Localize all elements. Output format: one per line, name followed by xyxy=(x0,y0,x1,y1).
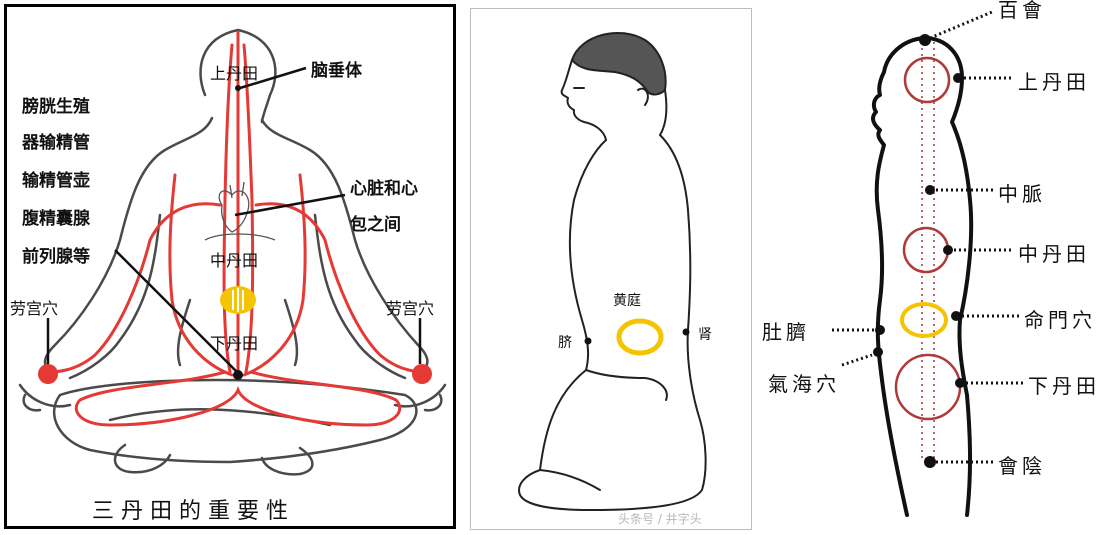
back-of-head xyxy=(659,89,668,136)
thigh-top xyxy=(585,369,668,401)
waist-left xyxy=(176,298,192,367)
profile-figure xyxy=(832,10,1024,517)
upper-dantian-label: 上丹田 xyxy=(1018,70,1090,94)
baihui-label: 百會 xyxy=(998,0,1046,22)
panel-frame xyxy=(470,8,752,530)
middle-dantian-circle xyxy=(902,226,950,274)
heel xyxy=(539,469,601,491)
foot-right xyxy=(260,446,314,476)
laogong-left-point xyxy=(38,364,58,384)
heart-label-2: 包之间 xyxy=(350,215,401,235)
mingmen-point xyxy=(951,311,961,321)
meridian-torso-left xyxy=(168,173,234,377)
qihai-point xyxy=(873,347,883,357)
huiyin-point xyxy=(924,456,936,468)
meridian-leg-loop xyxy=(74,370,402,427)
pituitary-leader xyxy=(239,66,307,90)
hand-right xyxy=(393,383,447,412)
middle-dantian-point xyxy=(943,245,953,255)
middle-dantian-label: 中丹田 xyxy=(1018,242,1090,266)
organs-label-1: 膀胱生殖 xyxy=(22,97,90,117)
lower-dantian-point xyxy=(233,370,243,380)
baihui-leader xyxy=(929,10,993,40)
laogong-right-point xyxy=(412,364,432,384)
kneeling-panel: 黄庭 脐 肾 头条号 / 井字头 xyxy=(470,0,755,535)
organs-leader xyxy=(114,249,241,376)
heart-label-1: 心脏和心 xyxy=(350,179,418,199)
silhouette xyxy=(871,36,974,517)
laogong-right-label: 劳宫穴 xyxy=(386,299,435,318)
caption: 三 丹 田 的 重 要 性 xyxy=(92,499,288,524)
navel-point xyxy=(875,325,885,335)
upper-dantian-point xyxy=(235,85,241,91)
navel-point xyxy=(584,337,592,345)
meditator-panel: 上丹田 脑垂体 膀胱生殖 器输精管 输精管壶 腹精囊腺 前列腺等 心脏和心 包之… xyxy=(0,0,462,535)
organs-label-5: 前列腺等 xyxy=(22,247,90,267)
heart-sketch xyxy=(204,181,276,241)
upper-dantian-circle xyxy=(903,56,951,104)
hand-left xyxy=(18,383,72,412)
middle-dantian-label: 中丹田 xyxy=(210,251,259,270)
hair xyxy=(571,31,667,96)
foot-left xyxy=(113,443,172,474)
meridian-right xyxy=(242,43,255,374)
kneeling-figure xyxy=(518,31,707,511)
kidney-label: 肾 xyxy=(698,327,712,343)
mingmen-label: 命門穴 xyxy=(1024,308,1096,332)
zhongmai-label: 中脈 xyxy=(998,182,1046,206)
front-body xyxy=(568,139,607,371)
watermark: 头条号 / 井字头 xyxy=(618,512,702,526)
huangting-label: 黄庭 xyxy=(613,293,641,309)
laogong-left-label: 劳宫穴 xyxy=(10,299,59,318)
profile-panel: 百會 上丹田 中脈 中丹田 命門穴 肚臍 氣海穴 下丹田 會陰 xyxy=(762,0,1120,535)
navel-label: 脐 xyxy=(558,335,572,351)
upper-dantian-point xyxy=(953,73,963,83)
organs-label-2: 器输精管 xyxy=(22,133,90,153)
organs-label-3: 输精管壶 xyxy=(22,171,90,191)
ear xyxy=(637,87,649,106)
back-body xyxy=(518,134,707,511)
lower-dantian-label: 下丹田 xyxy=(210,334,259,353)
mingmen-highlight xyxy=(900,302,948,338)
qihai-leader xyxy=(841,353,873,367)
legs-outline xyxy=(52,378,418,464)
qihai-label: 氣海穴 xyxy=(768,372,840,396)
meridian-arm-left xyxy=(46,202,222,374)
lower-dantian-circle xyxy=(894,353,962,421)
upper-dantian-label: 上丹田 xyxy=(210,64,259,83)
face xyxy=(560,59,607,141)
zhongmai-point xyxy=(925,185,935,195)
heart-leader xyxy=(234,193,346,217)
torso-right-outline xyxy=(260,118,429,374)
lower-dantian-point xyxy=(955,378,965,388)
meridian-arm-right xyxy=(254,202,427,374)
arm-inner-left xyxy=(68,213,162,380)
panel-frame xyxy=(4,4,456,529)
arm-inner-right xyxy=(313,213,407,380)
organs-label-4: 腹精囊腺 xyxy=(22,209,90,229)
meridian-torso-right xyxy=(242,173,307,377)
baihui-point xyxy=(919,34,931,46)
meridian-left xyxy=(222,43,234,374)
kidney-point xyxy=(682,328,690,336)
lower-dantian-label: 下丹田 xyxy=(1028,374,1100,398)
knee-and-shin xyxy=(539,369,587,471)
torso-left-outline xyxy=(43,116,214,374)
huiyin-label: 會陰 xyxy=(998,454,1046,478)
head-outline xyxy=(199,28,277,124)
navel-label: 肚臍 xyxy=(762,320,810,344)
huangting-highlight xyxy=(616,318,664,356)
waist-right xyxy=(283,298,299,367)
meditator-figure xyxy=(18,28,447,476)
pituitary-label: 脑垂体 xyxy=(311,61,362,81)
